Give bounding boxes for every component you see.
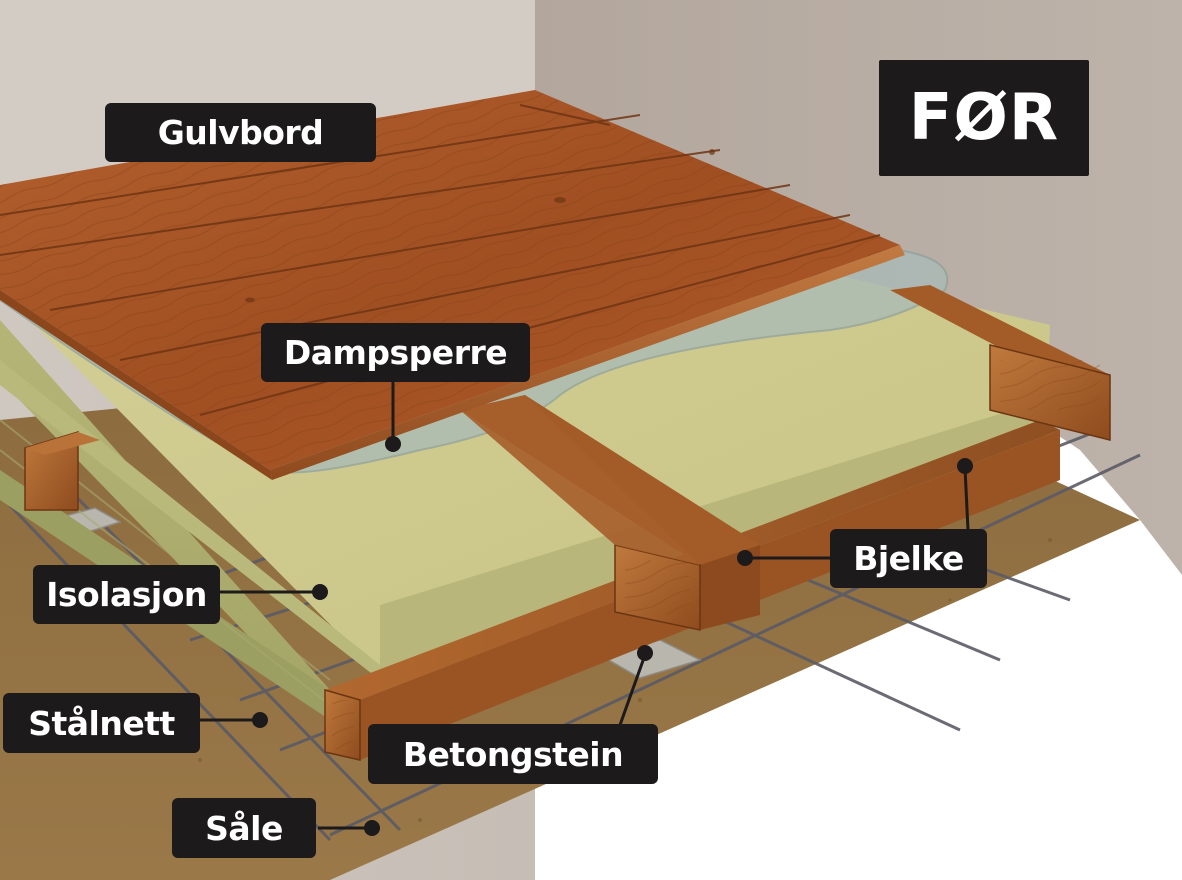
label-gulvbord: Gulvbord — [105, 103, 376, 162]
leader-lines — [200, 380, 970, 830]
label-dampsperre: Dampsperre — [261, 323, 530, 382]
label-betongstein: Betongstein — [368, 724, 658, 784]
leader-dots — [252, 436, 973, 836]
insulation-slab-side-left — [0, 320, 330, 720]
label-sale: Såle — [172, 798, 316, 858]
badge-for: FØR — [879, 60, 1089, 176]
beam-diagonal-side — [700, 545, 760, 630]
label-stalnett: Stålnett — [3, 693, 200, 753]
label-isolasjon: Isolasjon — [33, 565, 220, 624]
label-bjelke: Bjelke — [830, 529, 987, 588]
floorboards — [0, 90, 905, 480]
